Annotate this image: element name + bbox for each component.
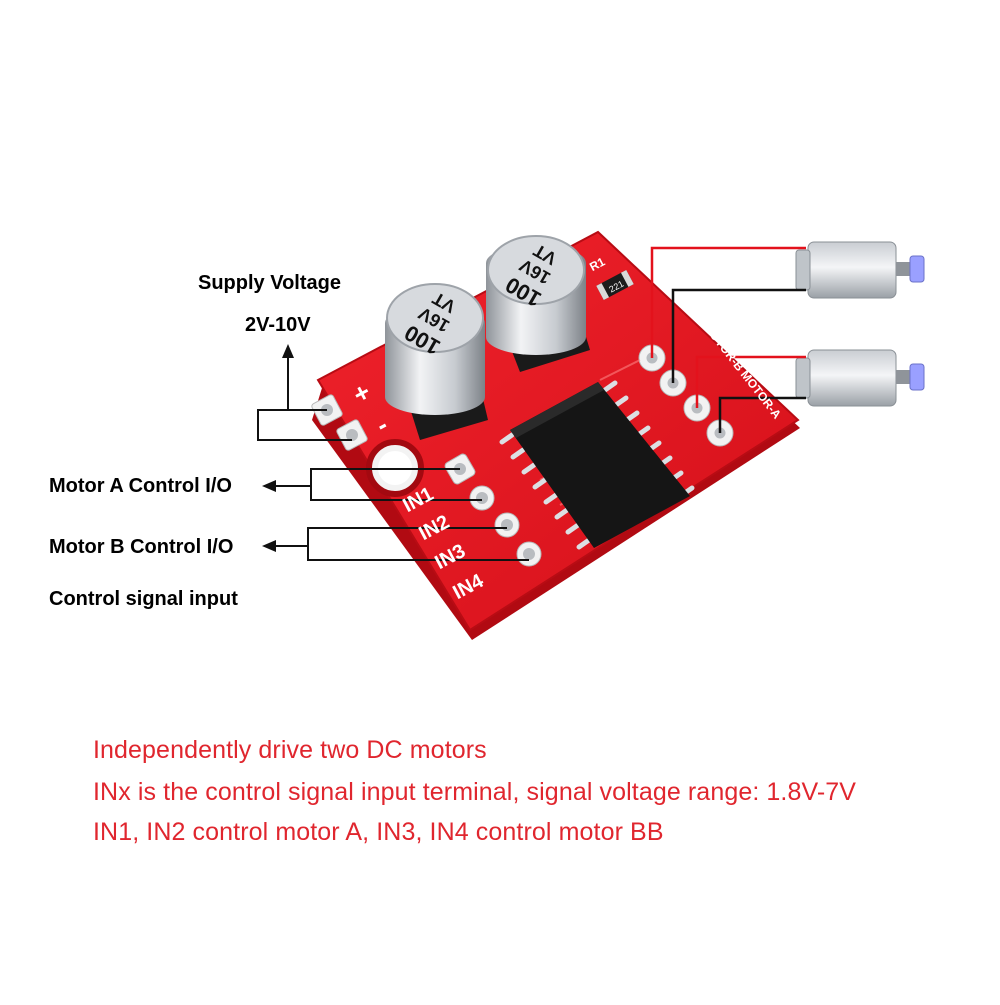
control-input-label: Control signal input [49, 588, 238, 610]
motor-a-io-label: Motor A Control I/O [49, 475, 232, 497]
motor-wires [650, 246, 806, 433]
resistor [596, 269, 634, 301]
capacitor-right [486, 235, 590, 372]
motor-b-io-label: Motor B Control I/O [49, 536, 234, 558]
note-line-2: INx is the control signal input terminal… [93, 778, 857, 806]
pcb-board [311, 230, 800, 640]
input-pads [444, 453, 542, 567]
capacitor-left [385, 283, 488, 440]
motor-a [795, 241, 925, 299]
supply-voltage-label: Supply Voltage [198, 272, 341, 294]
resistor-ref: R1 [587, 254, 607, 274]
note-line-3: IN1, IN2 control motor A, IN3, IN4 contr… [93, 818, 664, 846]
supply-range-label: 2V-10V [245, 314, 311, 336]
motor-b [795, 349, 925, 407]
driver-ic [499, 380, 695, 550]
note-line-1: Independently drive two DC motors [93, 736, 487, 764]
callout-lines [257, 344, 529, 561]
